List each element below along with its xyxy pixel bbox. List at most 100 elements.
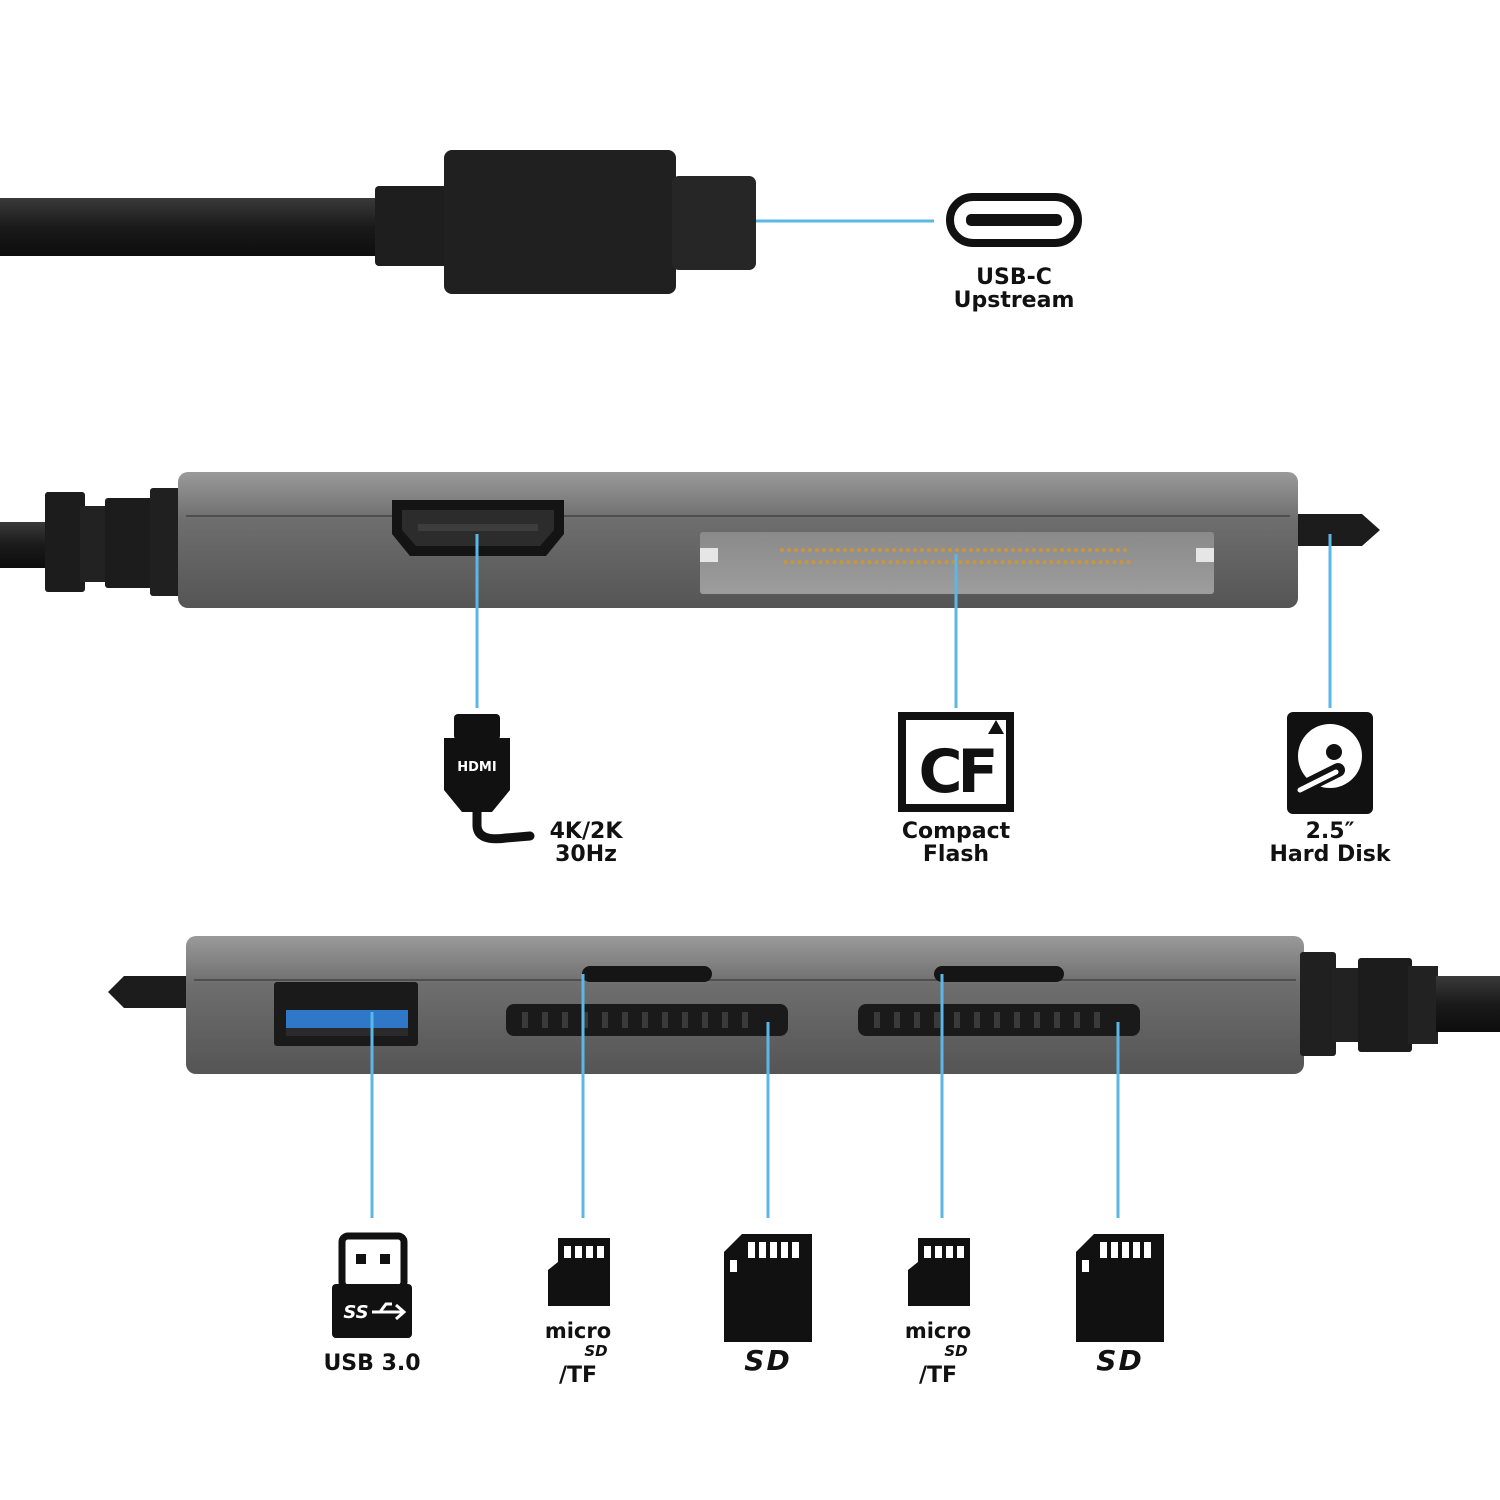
cf-pin — [986, 560, 991, 564]
cf-pin — [934, 548, 938, 552]
cf-pin — [1049, 560, 1054, 564]
cf-pin — [906, 548, 910, 552]
cf-pin — [902, 560, 907, 564]
sd-icon-2: SD — [1076, 1234, 1164, 1377]
microsd-2-label: /TF — [888, 1364, 988, 1387]
cf-pin — [1088, 548, 1092, 552]
usb3-label-text: USB 3.0 — [323, 1351, 421, 1376]
cf-pin — [1053, 548, 1057, 552]
cf-pin — [993, 560, 998, 564]
slot-rib — [1014, 1012, 1020, 1028]
cf-pin — [920, 548, 924, 552]
cf-pin — [1021, 560, 1026, 564]
cf-pin — [1084, 560, 1089, 564]
cf-pin — [923, 560, 928, 564]
cf-pin — [794, 548, 798, 552]
compact-flash-label-line1: Compact — [901, 819, 1011, 844]
usb3-icon: SS — [332, 1232, 412, 1338]
cf-pin — [780, 548, 784, 552]
cf-pin — [1014, 560, 1019, 564]
hdmi-label-line1: 4K/2K — [549, 819, 623, 844]
cf-pin — [913, 548, 917, 552]
cf-pin — [867, 560, 872, 564]
cf-pin — [1070, 560, 1075, 564]
cf-pin — [916, 560, 921, 564]
cf-pin — [815, 548, 819, 552]
hdmi-port — [392, 500, 564, 556]
cf-pin — [1102, 548, 1106, 552]
usb-c-plug-tip — [672, 176, 756, 270]
cf-pin — [892, 548, 896, 552]
cf-pin — [979, 560, 984, 564]
compact-flash-icon: CF — [898, 712, 1014, 812]
cf-pin — [839, 560, 844, 564]
cf-pin — [899, 548, 903, 552]
cf-pin — [948, 548, 952, 552]
slot-rib — [994, 1012, 1000, 1028]
cf-pin — [1081, 548, 1085, 552]
microsd-icon-1: micro SD — [545, 1238, 611, 1360]
cf-pin — [846, 560, 851, 564]
cf-pin — [871, 548, 875, 552]
cf-pin — [1000, 560, 1005, 564]
cf-pin — [888, 560, 893, 564]
microsd-2-logo-bottom: SD — [944, 1342, 967, 1360]
cf-pin — [962, 548, 966, 552]
slot-rib — [1034, 1012, 1040, 1028]
cf-pin — [1039, 548, 1043, 552]
cf-pin — [990, 548, 994, 552]
slot-rib — [742, 1012, 748, 1028]
cf-pin — [1018, 548, 1022, 552]
cf-pin — [853, 560, 858, 564]
cf-pin — [972, 560, 977, 564]
sd-slot-2-ribs — [874, 1012, 1100, 1028]
cf-pin — [801, 548, 805, 552]
usb3-icon-text: SS — [343, 1302, 368, 1323]
hard-disk-icon — [1287, 712, 1373, 814]
cf-pin — [874, 560, 879, 564]
hub-cable-right — [1300, 952, 1500, 1056]
slot-rib — [954, 1012, 960, 1028]
cf-pin — [1116, 548, 1120, 552]
cf-pin — [860, 560, 865, 564]
cf-pin — [976, 548, 980, 552]
slot-rib — [974, 1012, 980, 1028]
microsd-1-suffix: /TF — [558, 1363, 598, 1388]
hdmi-label: 4K/2K 30Hz — [526, 820, 646, 866]
cf-pin — [958, 560, 963, 564]
cf-pin — [1007, 560, 1012, 564]
cf-pin — [850, 548, 854, 552]
cf-pin — [1025, 548, 1029, 552]
microsd-slot-1 — [582, 966, 712, 982]
cf-pin — [829, 548, 833, 552]
microsd-2-suffix: /TF — [918, 1363, 958, 1388]
hub-cable-left — [0, 488, 185, 596]
microsd-1-logo-top: micro — [545, 1319, 611, 1343]
cf-pin — [944, 560, 949, 564]
hard-disk-cable — [1298, 514, 1380, 546]
cf-pin — [881, 560, 886, 564]
slot-rib — [1074, 1012, 1080, 1028]
slot-rib — [662, 1012, 668, 1028]
cf-pin — [1095, 548, 1099, 552]
microsd-1-logo-bottom: SD — [584, 1342, 607, 1360]
cf-pin — [825, 560, 830, 564]
cf-pin — [1126, 560, 1131, 564]
cf-pin — [965, 560, 970, 564]
microsd-1-label: /TF — [528, 1364, 628, 1387]
cf-pin — [983, 548, 987, 552]
cf-pin — [864, 548, 868, 552]
usb-c-cable-cord — [0, 198, 380, 256]
cf-pin — [895, 560, 900, 564]
cf-pin — [1098, 560, 1103, 564]
usb-c-plug-housing — [444, 150, 676, 294]
cf-pin — [783, 560, 788, 564]
usb3-port — [274, 982, 418, 1046]
cf-pin — [1056, 560, 1061, 564]
usb3-label: USB 3.0 — [312, 1352, 432, 1375]
cf-pin — [1063, 560, 1068, 564]
cf-pin — [1035, 560, 1040, 564]
compact-flash-icon-text: CF — [918, 737, 993, 807]
slot-rib — [642, 1012, 648, 1028]
